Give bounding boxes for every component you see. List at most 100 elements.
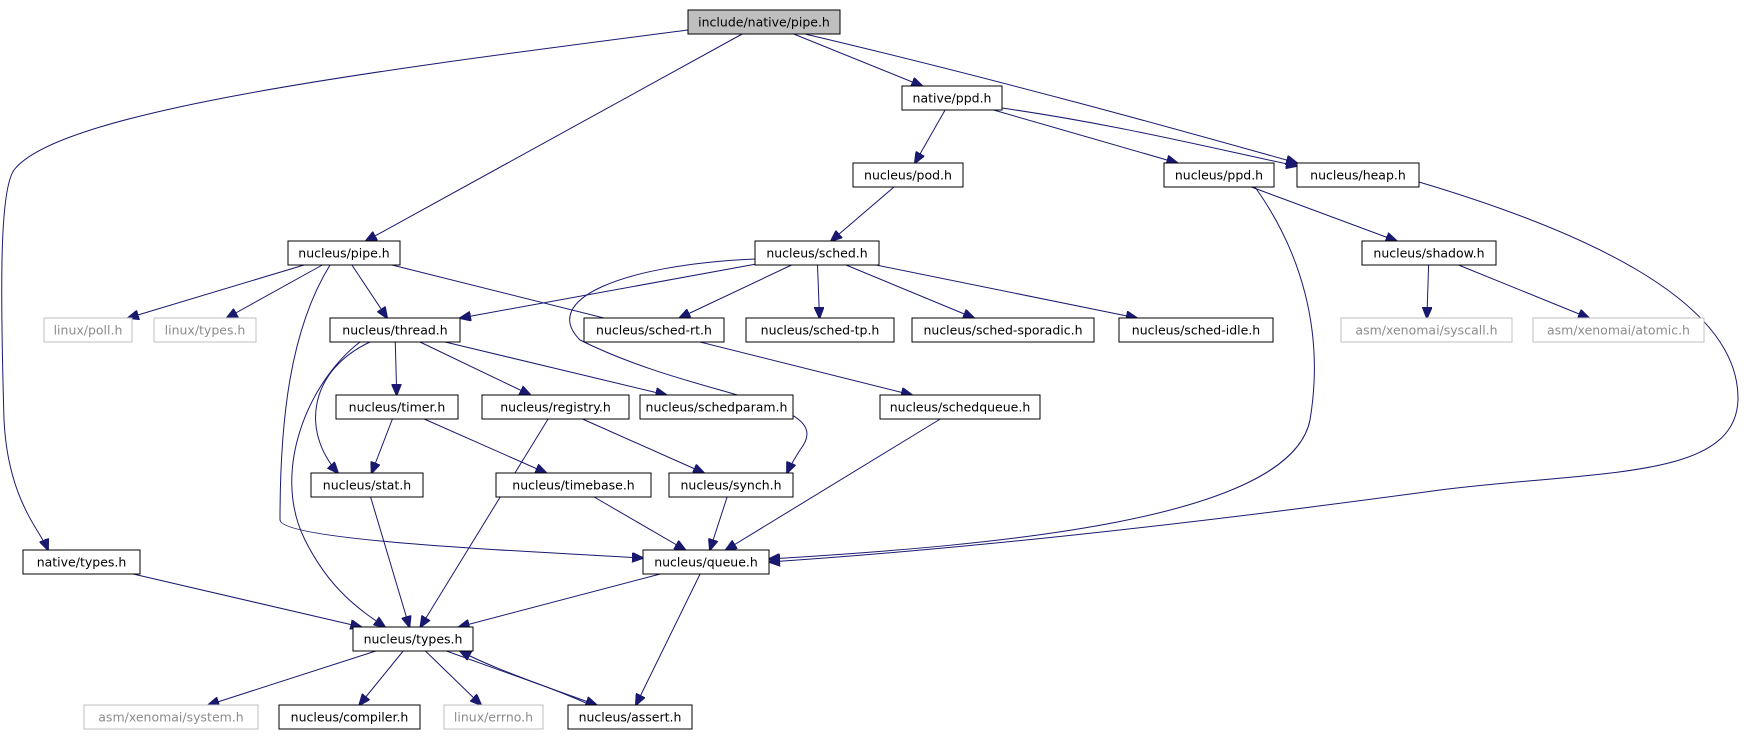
node-asm-syscall[interactable]: asm/xenomai/syscall.h — [1340, 317, 1513, 343]
node-box — [22, 549, 141, 575]
node-nucleus-stat[interactable]: nucleus/stat.h — [310, 472, 424, 498]
edge-nucleus-shadow-to-asm-syscall — [1427, 264, 1429, 318]
node-nucleus-heap[interactable]: nucleus/heap.h — [1296, 162, 1420, 188]
edge-root-to-nucleus-pipe — [366, 33, 743, 241]
node-box — [43, 317, 133, 343]
node-label: asm/xenomai/syscall.h — [1355, 323, 1497, 338]
node-linux-types[interactable]: linux/types.h — [153, 317, 257, 343]
node-linux-poll[interactable]: linux/poll.h — [43, 317, 133, 343]
node-schedparam[interactable]: nucleus/schedparam.h — [639, 394, 794, 420]
node-box — [567, 704, 693, 730]
node-sched-rt[interactable]: nucleus/sched-rt.h — [583, 317, 725, 343]
node-box — [852, 162, 964, 188]
node-nucleus-timer[interactable]: nucleus/timer.h — [335, 394, 459, 420]
node-box — [352, 626, 474, 652]
node-asm-system[interactable]: asm/xenomai/system.h — [83, 704, 259, 730]
node-nucleus-thread[interactable]: nucleus/thread.h — [329, 317, 461, 343]
node-nucleus-sched[interactable]: nucleus/sched.h — [754, 240, 880, 266]
node-nucleus-ppd[interactable]: nucleus/ppd.h — [1163, 162, 1275, 188]
node-box — [335, 394, 459, 420]
node-label: nucleus/schedqueue.h — [890, 400, 1031, 415]
node-nucleus-synch[interactable]: nucleus/synch.h — [668, 472, 794, 498]
node-native-types[interactable]: native/types.h — [22, 549, 141, 575]
node-nucleus-timebase[interactable]: nucleus/timebase.h — [495, 472, 652, 498]
edge-nucleus-types-to-nucleus-compiler — [359, 650, 404, 705]
node-box — [668, 472, 794, 498]
edge-nucleus-timebase-to-nucleus-queue — [593, 496, 685, 550]
edge-nucleus-sched-to-sched-sporadic — [845, 264, 974, 318]
edge-nucleus-thread-to-nucleus-types — [291, 341, 385, 627]
node-box — [287, 240, 401, 266]
node-label: linux/types.h — [165, 323, 246, 338]
node-label: nucleus/thread.h — [342, 323, 447, 338]
node-nucleus-shadow[interactable]: nucleus/shadow.h — [1361, 240, 1497, 266]
edge-nucleus-stat-to-nucleus-types — [370, 496, 410, 627]
node-box — [745, 317, 895, 343]
node-box — [1163, 162, 1275, 188]
edge-nucleus-shadow-to-asm-atomic — [1458, 264, 1590, 318]
node-box — [1296, 162, 1420, 188]
node-nucleus-compiler[interactable]: nucleus/compiler.h — [278, 704, 421, 730]
node-label: linux/errno.h — [454, 710, 533, 725]
edge-nucleus-registry-to-nucleus-synch — [582, 418, 705, 473]
node-label: nucleus/heap.h — [1310, 168, 1406, 183]
node-box — [1118, 317, 1274, 343]
node-native-ppd[interactable]: native/ppd.h — [901, 85, 1003, 111]
node-label: nucleus/pod.h — [864, 168, 952, 183]
edge-nucleus-pipe-to-nucleus-queue — [279, 264, 643, 558]
node-nucleus-queue[interactable]: nucleus/queue.h — [642, 549, 770, 575]
node-schedqueue[interactable]: nucleus/schedqueue.h — [879, 394, 1041, 420]
node-box — [1361, 240, 1497, 266]
node-box — [901, 85, 1003, 111]
node-nucleus-assert[interactable]: nucleus/assert.h — [567, 704, 693, 730]
node-nucleus-types[interactable]: nucleus/types.h — [352, 626, 474, 652]
edge-native-ppd-to-nucleus-ppd — [993, 109, 1178, 163]
edge-root-to-native-ppd — [793, 33, 923, 86]
edge-nucleus-types-to-nucleus-assert — [446, 650, 596, 705]
node-label: linux/poll.h — [54, 323, 123, 338]
node-box — [911, 317, 1095, 343]
edge-nucleus-thread-to-nucleus-registry — [419, 341, 531, 395]
node-box — [1340, 317, 1513, 343]
node-linux-errno[interactable]: linux/errno.h — [443, 704, 544, 730]
node-nucleus-pipe[interactable]: nucleus/pipe.h — [287, 240, 401, 266]
nodes-layer: include/native/pipe.h native/ppd.h nucleus… — [22, 9, 1705, 730]
node-label: nucleus/sched-idle.h — [1132, 323, 1260, 338]
node-label: nucleus/assert.h — [579, 710, 682, 725]
node-sched-idle[interactable]: nucleus/sched-idle.h — [1118, 317, 1274, 343]
node-sched-tp[interactable]: nucleus/sched-tp.h — [745, 317, 895, 343]
edge-nucleus-heap-to-nucleus-queue — [769, 181, 1739, 562]
node-label: nucleus/schedparam.h — [646, 400, 788, 415]
node-sched-sporadic[interactable]: nucleus/sched-sporadic.h — [911, 317, 1095, 343]
edge-root-to-nucleus-heap — [804, 33, 1297, 163]
edge-nucleus-assert-to-nucleus-types — [460, 651, 591, 706]
node-box — [1532, 317, 1705, 343]
edge-nucleus-pipe-to-linux-types — [227, 264, 323, 318]
node-label: nucleus/pipe.h — [298, 246, 389, 261]
node-nucleus-registry[interactable]: nucleus/registry.h — [481, 394, 630, 420]
node-root[interactable]: include/native/pipe.h — [687, 9, 841, 35]
edge-nucleus-pod-to-nucleus-sched — [831, 186, 895, 241]
node-nucleus-pod[interactable]: nucleus/pod.h — [852, 162, 964, 188]
node-box — [310, 472, 424, 498]
node-label: nucleus/compiler.h — [291, 710, 409, 725]
edge-nucleus-ppd-to-nucleus-queue — [769, 186, 1315, 559]
node-label: include/native/pipe.h — [698, 15, 830, 30]
node-asm-atomic[interactable]: asm/xenomai/atomic.h — [1532, 317, 1705, 343]
node-label: native/types.h — [37, 555, 127, 570]
node-box — [329, 317, 461, 343]
edge-nucleus-sched-to-sched-rt — [679, 264, 792, 318]
edge-nucleus-types-to-linux-errno — [425, 650, 481, 705]
edge-nucleus-sched-to-nucleus-synch — [569, 258, 808, 473]
node-label: nucleus/sched.h — [766, 246, 867, 261]
edge-nucleus-timer-to-nucleus-timebase — [423, 418, 546, 473]
edge-nucleus-pipe-to-linux-poll — [128, 264, 305, 318]
edge-nucleus-sched-to-nucleus-thread — [460, 263, 756, 318]
node-box — [583, 317, 725, 343]
edge-native-ppd-to-nucleus-pod — [915, 109, 946, 163]
node-box — [879, 394, 1041, 420]
node-label: asm/xenomai/atomic.h — [1547, 323, 1690, 338]
edge-nucleus-ppd-to-nucleus-shadow — [1251, 186, 1396, 241]
node-label: native/ppd.h — [913, 91, 992, 106]
edge-schedqueue-to-nucleus-queue — [726, 418, 941, 550]
